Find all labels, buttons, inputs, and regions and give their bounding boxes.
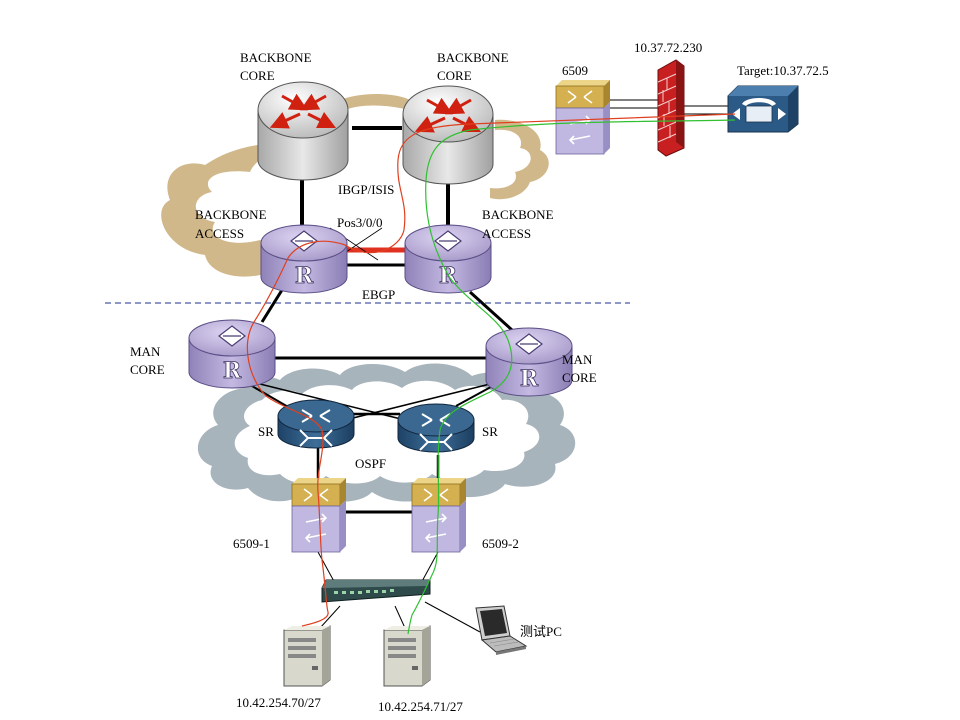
link-man-right-sr-left <box>344 383 491 421</box>
switch-icon <box>419 413 453 451</box>
server-icon <box>283 625 331 687</box>
link-hub-server-right <box>394 605 406 629</box>
router-arrows-icon <box>269 93 337 129</box>
sr-switch-right[interactable] <box>397 403 475 453</box>
server-left[interactable] <box>283 625 331 687</box>
label-bb-core-left-1: BACKBONE <box>240 50 312 65</box>
switch-icon <box>299 409 333 447</box>
label-bb-access-right-1: BACKBONE <box>482 207 554 222</box>
man-core-left[interactable]: R <box>188 319 276 389</box>
firewall-icon[interactable] <box>657 59 685 157</box>
backbone-core-left[interactable] <box>257 81 349 181</box>
svg-text:R: R <box>223 358 242 384</box>
trace-green <box>407 119 736 635</box>
label-target: Target:10.37.72.5 <box>737 63 829 78</box>
switch-icon <box>423 488 449 502</box>
label-server-left-ip: 10.42.254.70/27 <box>236 695 321 710</box>
server-right[interactable] <box>383 625 431 687</box>
label-ibgp: IBGP/ISIS <box>338 182 394 197</box>
switch-icon <box>303 488 329 502</box>
switch-6509-2[interactable] <box>411 478 466 553</box>
label-firewall-ip: 10.37.72.230 <box>634 40 702 55</box>
switch-icon <box>424 513 448 543</box>
hub-switch-icon[interactable] <box>321 579 431 603</box>
router-r-icon: R <box>290 230 318 289</box>
label-test-pc: 测试PC <box>520 624 562 639</box>
label-sr-right: SR <box>482 424 498 439</box>
link-access-right-man-right <box>468 290 514 332</box>
trace-red <box>246 113 736 627</box>
switch-6509[interactable] <box>555 80 610 155</box>
link-hub-server-left <box>319 605 341 629</box>
label-6509-1: 6509-1 <box>233 536 270 551</box>
label-bb-core-right-2: CORE <box>437 68 472 83</box>
label-man-core-right-1: MAN <box>562 352 593 367</box>
svg-text:R: R <box>520 366 539 392</box>
link-hub-pc <box>424 601 481 633</box>
label-man-core-left-2: CORE <box>130 362 165 377</box>
link-access-left-man-left <box>260 289 284 323</box>
label-bb-access-left-2: ACCESS <box>195 226 244 241</box>
laptop-icon[interactable] <box>475 605 528 655</box>
phone-icon[interactable] <box>727 85 799 133</box>
svg-text:R: R <box>295 263 314 289</box>
backbone-access-left[interactable]: R <box>260 224 348 294</box>
label-man-core-right-2: CORE <box>562 370 597 385</box>
server-icon <box>383 625 431 687</box>
links <box>244 99 730 633</box>
label-ospf: OSPF <box>355 456 386 471</box>
router-arrows-icon <box>414 97 482 133</box>
sr-switch-left[interactable] <box>277 399 355 449</box>
label-ebgp: EBGP <box>362 287 395 302</box>
backbone-core-right[interactable] <box>402 85 494 185</box>
labels: BACKBONE CORE BACKBONE CORE BACKBONE ACC… <box>130 40 829 714</box>
label-sr-left: SR <box>258 424 274 439</box>
label-server-right-ip: 10.42.254.71/27 <box>378 699 463 714</box>
label-6509: 6509 <box>562 63 588 78</box>
switch-6509-1[interactable] <box>291 478 346 553</box>
label-pos: Pos3/0/0 <box>337 215 383 230</box>
router-r-icon: R <box>515 333 543 392</box>
label-bb-access-left-1: BACKBONE <box>195 207 267 222</box>
label-bb-core-right-1: BACKBONE <box>437 50 509 65</box>
switch-icon <box>567 90 593 104</box>
label-6509-2: 6509-2 <box>482 536 519 551</box>
router-r-icon: R <box>218 325 246 384</box>
switch-icon <box>304 513 328 543</box>
man-core-right[interactable]: R <box>485 327 573 397</box>
backbone-access-right[interactable]: R <box>404 224 492 294</box>
label-bb-core-left-2: CORE <box>240 68 275 83</box>
label-bb-access-right-2: ACCESS <box>482 226 531 241</box>
label-man-core-left-1: MAN <box>130 344 161 359</box>
